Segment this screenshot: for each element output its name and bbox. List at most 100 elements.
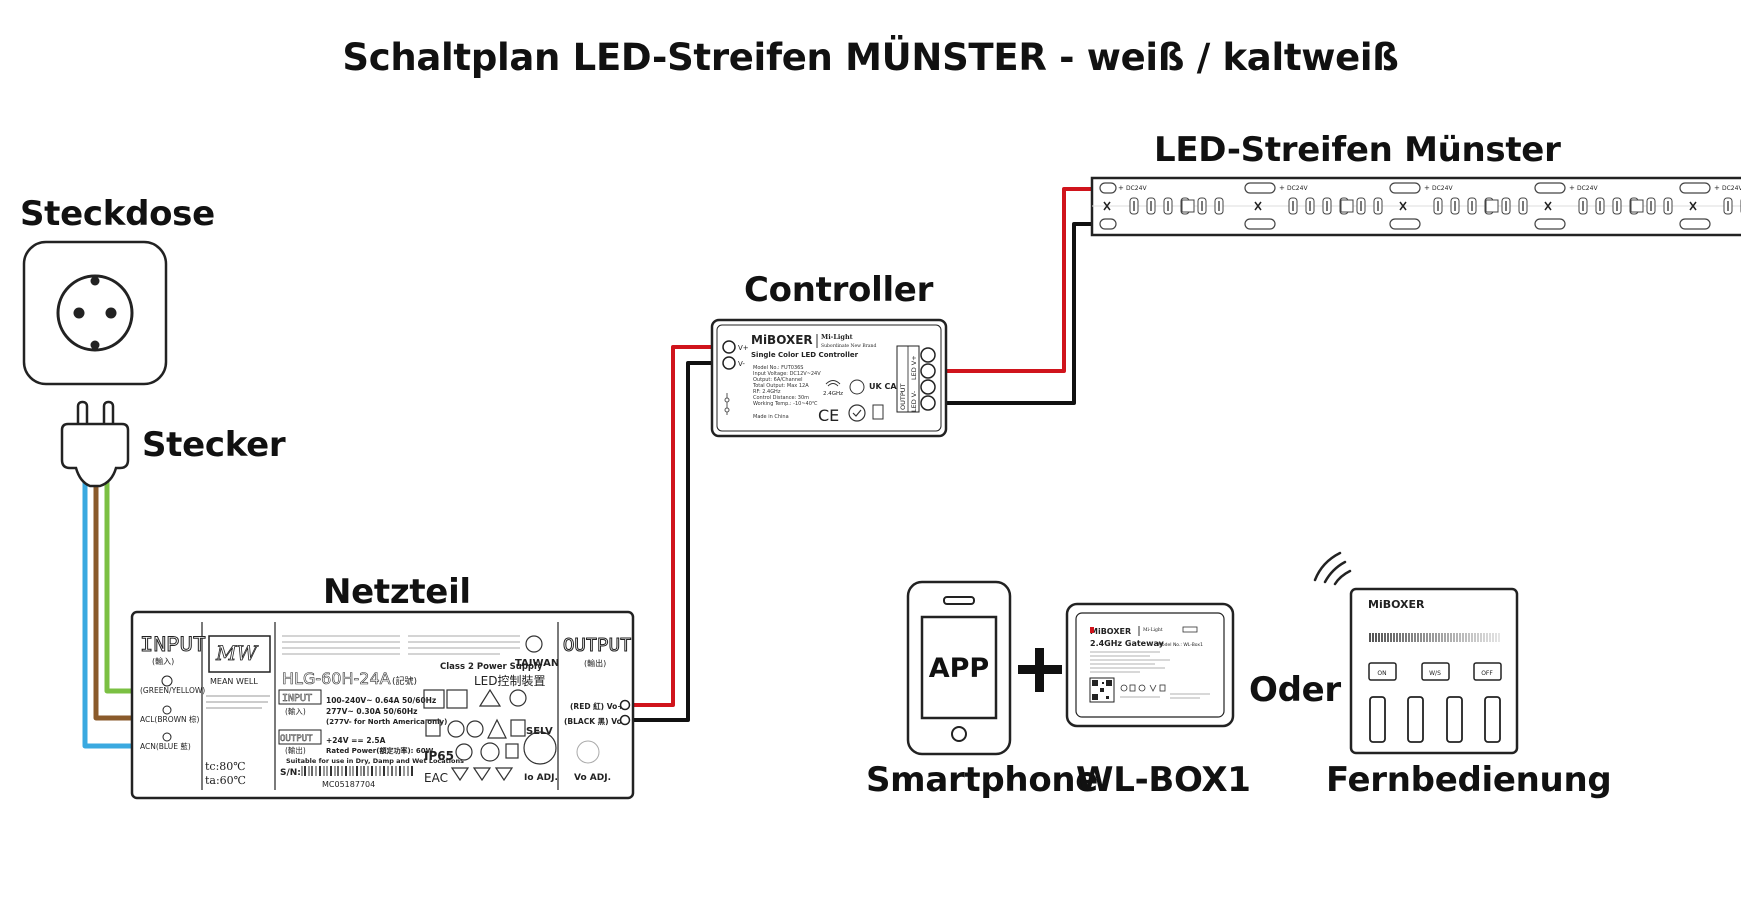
remote-zone-button-1[interactable]	[1369, 696, 1386, 743]
label-smartphone: Smartphone	[866, 760, 1099, 800]
psu-input-box: INPUT	[282, 693, 312, 704]
remote-mid-label: W/S	[1429, 670, 1441, 677]
wlbox-qr	[1092, 680, 1112, 700]
psu-led-text: LED控制裝置	[474, 674, 546, 688]
psu-cert-marks	[423, 688, 557, 782]
wifi-icon	[825, 380, 841, 387]
svg-text:DC24V: DC24V	[1722, 185, 1741, 192]
diagram-title: Schaltplan LED-Streifen MÜNSTER - weiß /…	[342, 36, 1399, 79]
controller-spec-2: Output: 6A/Channel	[753, 377, 802, 383]
psu-input-spec-2: (277V- for North America only)	[326, 718, 447, 726]
remote-off-button[interactable]	[1473, 662, 1502, 681]
wlbox-model: Model No.: WL-Box1	[1158, 642, 1203, 648]
label-wlbox: WL-BOX1	[1076, 760, 1251, 800]
psu-input-box-cn: (輸入)	[285, 706, 306, 716]
psu-output-title: OUTPUT	[563, 635, 631, 657]
smartphone: APP	[906, 580, 1012, 756]
svg-text:DC24V: DC24V	[1126, 185, 1147, 192]
remote-brand: MiBOXER	[1368, 598, 1425, 611]
psu-io-adj: Io ADJ.	[524, 773, 558, 783]
controller-name: Single Color LED Controller	[751, 351, 859, 359]
psu-brand: MEAN WELL	[210, 677, 258, 686]
meanwell-logo	[208, 635, 271, 673]
psu-input-cn: (輸入)	[152, 656, 174, 666]
plug	[60, 400, 130, 488]
wire-blue	[82, 480, 140, 749]
controller-made: Made in China	[753, 414, 789, 420]
remote-mid-button[interactable]	[1421, 662, 1450, 681]
plus-sign	[1018, 648, 1062, 692]
controller-spec-3: Total Output: Max 12A	[752, 383, 809, 389]
controller-v-plus: V+	[738, 344, 749, 352]
remote-on-label: ON	[1377, 670, 1386, 677]
svg-text:DC24V: DC24V	[1432, 185, 1453, 192]
remote-zone-button-4[interactable]	[1484, 696, 1501, 743]
wlbox-sub: Mi-Light	[1143, 627, 1163, 633]
psu-taiwan: TAIWAN	[515, 658, 559, 669]
psu-vo-adj: Vo ADJ.	[574, 773, 611, 783]
controller-led-v-minus: LED V-	[910, 390, 918, 412]
psu-sn-value: MC05187704	[322, 780, 375, 789]
svg-text:EAC: EAC	[424, 771, 448, 785]
psu-output-box-cn: (輸出)	[285, 745, 306, 755]
psu-input-title: INPUT	[140, 633, 206, 658]
label-fernbedienung: Fernbedienung	[1326, 760, 1612, 800]
wire-green	[104, 480, 140, 694]
psu-output-spec-1: Rated Power(額定功率): 60W	[326, 746, 434, 755]
psu-sn: S/N:	[280, 768, 301, 778]
controller-ce: CE	[818, 406, 839, 425]
controller-spec-4: RF: 2.4GHz	[753, 389, 781, 395]
phone-app-label: APP	[929, 653, 989, 684]
svg-text:+: +	[1424, 184, 1430, 192]
label-oder: Oder	[1249, 670, 1341, 710]
svg-text:+: +	[1279, 184, 1285, 192]
label-stecker: Stecker	[142, 425, 286, 465]
psu-input-spec-0: 100-240V~ 0.64A 50/60Hz	[326, 696, 436, 705]
wire-brown	[93, 480, 140, 721]
psu-output-cn: (輸出)	[584, 658, 606, 668]
strip-segments: DC24V+DC24V+DC24V+DC24V+DC24V+	[1099, 182, 1741, 230]
controller: V+ V- MiBOXER Mi-Light Subordinate New B…	[710, 318, 948, 438]
psu-selv: SELV	[526, 726, 553, 737]
remote-zone-button-2[interactable]	[1407, 696, 1424, 743]
psu-output-box: OUTPUT	[280, 734, 313, 744]
psu-acn: ACN(BLUE 藍)	[140, 741, 191, 751]
label-led-streifen: LED-Streifen Münster	[1154, 130, 1561, 170]
mains-wires	[82, 480, 140, 749]
psu-output-spec-2: Suitable for use in Dry, Damp and Wet Lo…	[286, 757, 464, 765]
psu-class: Class 2 Power Supply	[440, 662, 543, 672]
wlbox: MiBOXER Mi-Light 2.4GHz Gateway Model No…	[1065, 602, 1235, 728]
brightness-bar	[1369, 633, 1500, 642]
controller-v-minus: V-	[738, 360, 745, 368]
psu-ta: ta:60℃	[205, 774, 246, 787]
remote-zone-button-3[interactable]	[1446, 696, 1463, 743]
psu-model-suffix: (記號)	[392, 675, 417, 687]
svg-text:+: +	[1714, 184, 1720, 192]
label-controller: Controller	[744, 270, 934, 310]
svg-text:MW: MW	[215, 641, 258, 665]
remote-on-button[interactable]	[1368, 662, 1397, 681]
power-supply: INPUT (輸入) (GREEN/YELLOW) ACL(BROWN 棕) A…	[130, 610, 635, 800]
wlbox-name: 2.4GHz Gateway	[1090, 639, 1165, 648]
controller-spec-5: Control Distance: 30m	[753, 395, 809, 401]
signal-waves-icon	[1313, 551, 1352, 586]
controller-led-v-plus: LED V+	[910, 355, 918, 380]
controller-brand: MiBOXER	[751, 333, 813, 347]
psu-green-yellow: (GREEN/YELLOW)	[140, 686, 205, 695]
controller-spec-0: Model No.: FUT036S	[753, 365, 803, 371]
controller-sub: Mi-Light	[821, 333, 853, 341]
psu-tc: tc:80℃	[205, 760, 246, 773]
psu-acl: ACL(BROWN 棕)	[140, 714, 200, 724]
socket	[22, 240, 168, 386]
controller-ghz: 2.4GHz	[823, 391, 843, 397]
psu-output-spec-0: +24V == 2.5A	[326, 736, 386, 745]
controller-sub2: Subordinate New Brand	[821, 343, 876, 349]
svg-text:DC24V: DC24V	[1577, 185, 1598, 192]
svg-text:+: +	[1118, 184, 1124, 192]
controller-spec-6: Working Temp.: -10~40℃	[753, 401, 818, 407]
psu-input-spec-1: 277V~ 0.30A 50/60Hz	[326, 707, 418, 716]
controller-output: OUTPUT	[899, 383, 907, 410]
dc-wires-controller-strip	[930, 187, 1100, 405]
led-strip: DC24V+DC24V+DC24V+DC24V+DC24V+	[1090, 176, 1741, 237]
